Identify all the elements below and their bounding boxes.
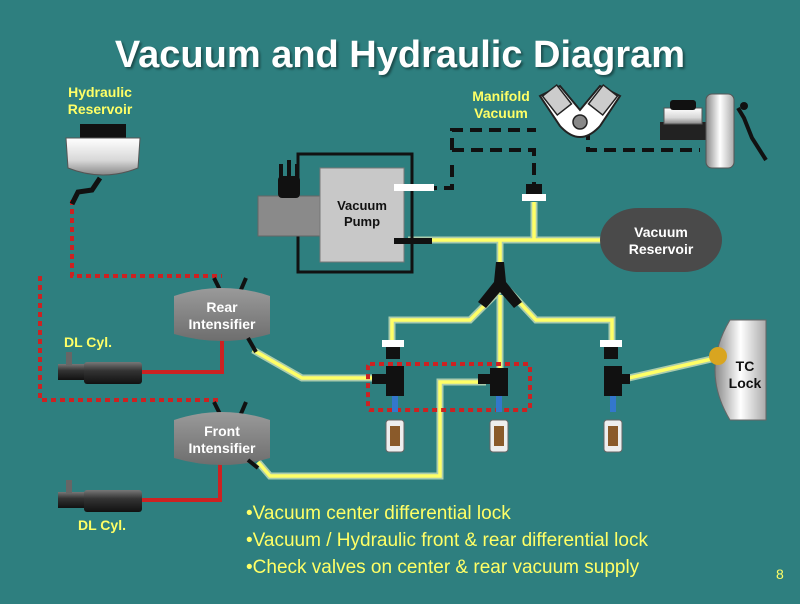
vacuum-reservoir [600,208,722,272]
page-number: 8 [776,566,784,582]
label-manifold-vacuum: Manifold Vacuum [472,88,530,121]
front-intensifier [174,401,270,470]
solenoid-valve-rear [372,340,405,453]
label-dl-cyl-front: DL Cyl. [78,517,126,533]
label-tc-lock: TC Lock [728,358,762,391]
bullet-item: Vacuum center differential lock [246,500,648,527]
hydraulic-supply-lines [38,200,532,412]
hydraulic-lines [140,338,224,502]
dl-cylinder-front [58,480,142,512]
manifold-vacuum-line [432,128,700,190]
bullet-list: Vacuum center differential lock Vacuum /… [246,500,648,581]
solenoid-valve-center [600,340,630,453]
check-valve-center [522,184,546,201]
label-vacuum-reservoir: Vacuum Reservoir [628,224,694,257]
rear-intensifier [174,277,270,353]
hydraulic-reservoir [65,124,141,206]
engine-icon [538,83,622,138]
page-title: Vacuum and Hydraulic Diagram [114,34,686,76]
vacuum-pump [257,152,434,274]
bullet-item: Check valves on center & rear vacuum sup… [246,554,648,581]
label-front-intensifier: Front Intensifier [188,423,256,456]
label-hydraulic-reservoir: Hydraulic Reservoir [67,84,133,117]
label-vacuum-pump: Vacuum Pump [337,198,387,229]
vacuum-lines [252,202,717,478]
label-rear-intensifier: Rear Intensifier [188,299,256,332]
dl-cylinder-rear [58,352,142,384]
solenoid-valve-front [478,368,509,453]
label-dl-cyl-rear: DL Cyl. [64,334,112,350]
bullet-item: Vacuum / Hydraulic front & rear differen… [246,527,648,554]
brake-booster-icon [660,93,768,169]
tc-lock [709,319,767,421]
y-junction [478,262,522,308]
